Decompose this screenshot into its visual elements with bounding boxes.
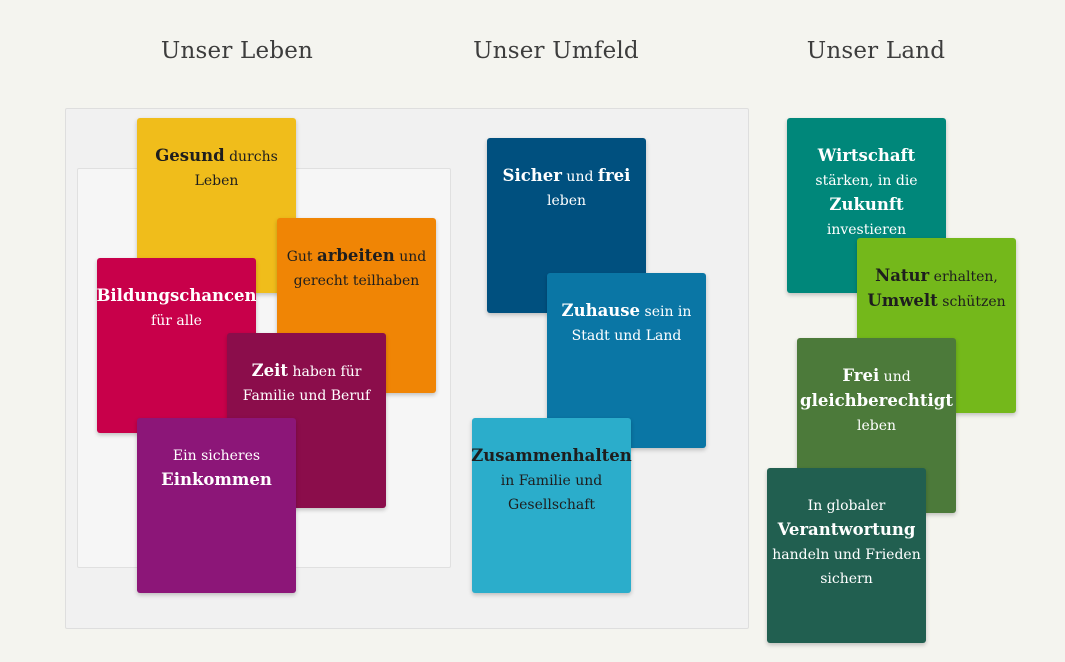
card-keyword: Natur — [875, 266, 930, 285]
card-keyword: Zuhause — [561, 301, 641, 320]
card-line: leben — [546, 193, 587, 209]
card-keyword: gleichberechtigt — [800, 391, 953, 410]
card-keyword: Verantwortung — [777, 520, 916, 539]
card-line: Frei und — [842, 364, 910, 389]
card-line: Sicher und frei — [503, 164, 631, 189]
card-keyword: frei — [597, 166, 631, 185]
column-title-unser-leben: Unser Leben — [160, 38, 314, 64]
card-gesund[interactable]: Gesund durchs Leben — [137, 118, 296, 293]
card-line: handeln und Frieden — [772, 547, 921, 563]
card-line: Zusammenhalten — [471, 444, 632, 469]
card-keyword: Wirtschaft — [817, 146, 916, 165]
card-line: Stadt und Land — [571, 328, 682, 344]
card-text: schützen — [942, 294, 1006, 310]
card-line: Leben — [194, 173, 239, 189]
card-text: und — [399, 249, 427, 265]
card-keyword: Einkommen — [161, 470, 272, 489]
card-line: gerecht teilhaben — [293, 273, 420, 289]
card-line: In globaler — [807, 498, 886, 514]
card-keyword: Gesund — [155, 146, 225, 165]
card-line: Familie und Beruf — [242, 388, 371, 404]
card-line: für alle — [151, 313, 202, 329]
card-text: Gut — [286, 249, 313, 265]
card-line: Zeit haben für — [252, 359, 362, 384]
card-line: Zuhause sein in — [562, 299, 692, 324]
card-line: leben — [856, 418, 897, 434]
card-line: sichern — [820, 571, 873, 587]
card-keyword: Zusammenhalten — [471, 446, 632, 465]
card-text: und — [883, 369, 911, 385]
card-text: und — [566, 169, 594, 185]
card-keyword: Frei — [842, 366, 880, 385]
card-text: durchs — [229, 149, 278, 165]
card-text: erhalten, — [933, 269, 998, 285]
card-line: Umwelt schützen — [867, 289, 1005, 314]
card-keyword: Zeit — [251, 361, 288, 380]
card-line: Natur erhalten, — [875, 264, 998, 289]
card-keyword: Sicher — [502, 166, 562, 185]
card-line: Gesellschaft — [507, 497, 596, 513]
column-title-unser-land: Unser Land — [806, 38, 946, 64]
card-text: haben für — [292, 364, 362, 380]
card-line: Gut arbeiten und — [287, 244, 427, 269]
card-line: Verantwortung — [778, 518, 916, 543]
card-line: Bildungschancen — [96, 284, 256, 309]
card-line: Zukunft — [829, 193, 903, 218]
card-line: Gesund durchs — [155, 144, 278, 169]
card-zusammenhalten[interactable]: Zusammenhalten in Familie und Gesellscha… — [471, 418, 632, 593]
card-line: in Familie und — [500, 473, 603, 489]
card-line: Einkommen — [161, 468, 272, 493]
card-text: sein in — [644, 304, 692, 320]
card-einkommen[interactable]: Ein sicheres Einkommen — [137, 418, 296, 593]
card-line: stärken, in die — [815, 173, 918, 189]
card-line: investieren — [826, 222, 907, 238]
card-line: gleichberechtigt — [800, 389, 953, 414]
card-verantwortung[interactable]: In globaler Verantwortung handeln und Fr… — [767, 468, 926, 643]
card-keyword: Umwelt — [867, 291, 938, 310]
card-line: Ein sicheres — [172, 448, 261, 464]
column-title-unser-umfeld: Unser Umfeld — [473, 38, 639, 64]
card-keyword: Zukunft — [829, 195, 904, 214]
card-keyword: Bildungschancen — [96, 286, 257, 305]
card-line: Wirtschaft — [818, 144, 916, 169]
card-keyword: arbeiten — [317, 246, 395, 265]
